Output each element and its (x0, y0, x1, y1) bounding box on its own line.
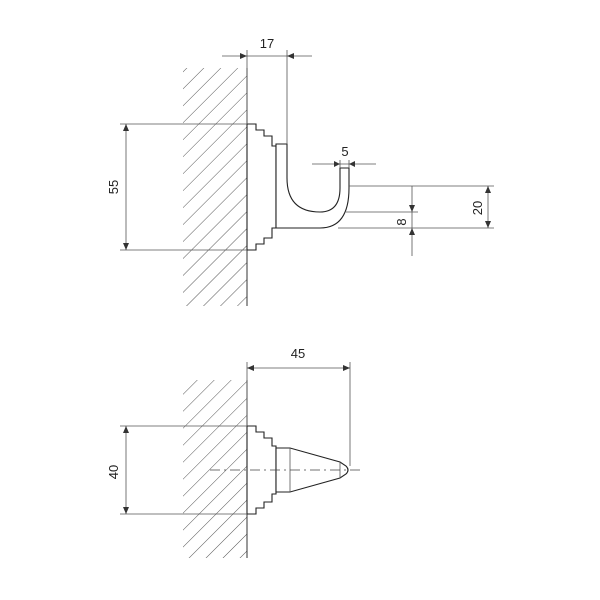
dim-label-45: 45 (291, 346, 305, 361)
mounting-plate-side (246, 123, 277, 251)
side-view: 17 5 55 20 8 (106, 36, 494, 306)
dim-arrows-5 (334, 161, 355, 167)
dim-label-5: 5 (341, 144, 348, 159)
wall-hatch-top (183, 380, 247, 558)
dim-label-20: 20 (470, 201, 485, 215)
base-plate-top (246, 425, 277, 515)
dim-label-55: 55 (106, 180, 121, 194)
dim-arrows-8 (409, 205, 415, 235)
dim-label-8: 8 (394, 218, 409, 225)
wall-hatch-side (183, 68, 247, 306)
dim-label-40: 40 (106, 465, 121, 479)
hook-profile-side (275, 143, 350, 229)
dim-label-17: 17 (260, 36, 274, 51)
top-view: 45 40 (106, 346, 360, 558)
